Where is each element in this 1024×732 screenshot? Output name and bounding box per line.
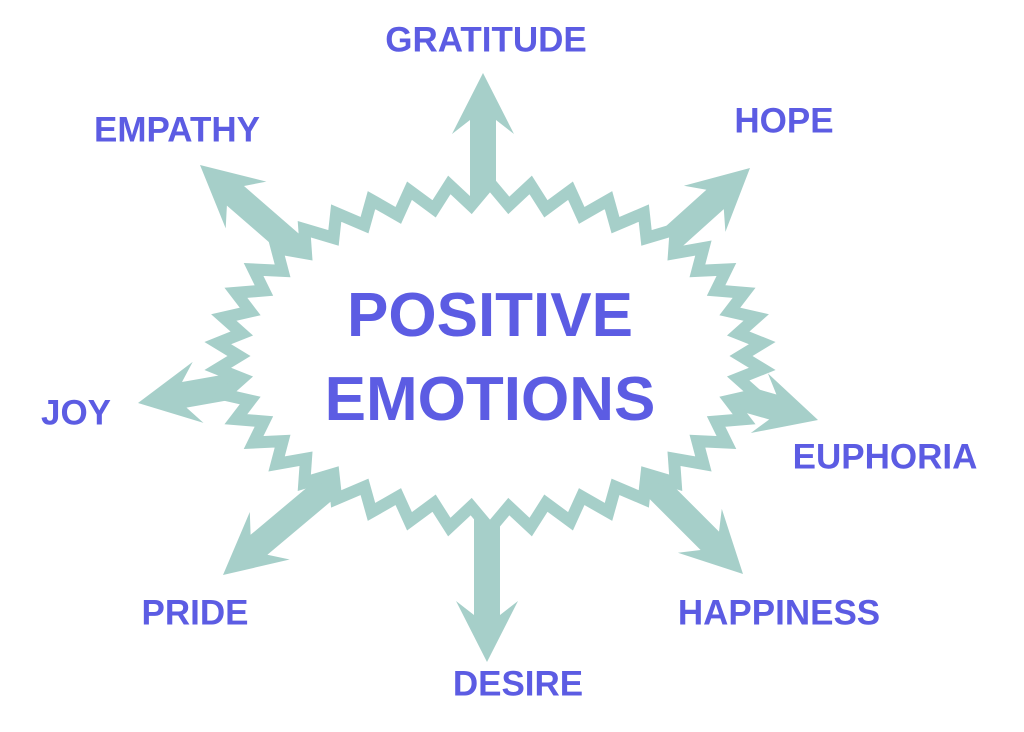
desire-label: DESIRE <box>452 664 584 704</box>
center-line-1: POSITIVE <box>347 281 633 350</box>
gratitude-label: GRATITUDE <box>385 20 587 60</box>
starburst-ellipse <box>204 173 776 539</box>
euphoria-label: EUPHORIA <box>792 437 978 477</box>
gratitude-arrow-icon <box>452 73 514 266</box>
center-node: POSITIVE EMOTIONS <box>325 274 656 442</box>
pride-label: PRIDE <box>141 593 249 633</box>
empathy-label: EMPATHY <box>94 110 260 150</box>
center-line-2: EMOTIONS <box>324 365 656 434</box>
happiness-label: HAPPINESS <box>677 593 881 633</box>
hope-label: HOPE <box>734 101 834 141</box>
joy-label: JOY <box>40 393 112 433</box>
desire-arrow-icon <box>456 446 518 662</box>
